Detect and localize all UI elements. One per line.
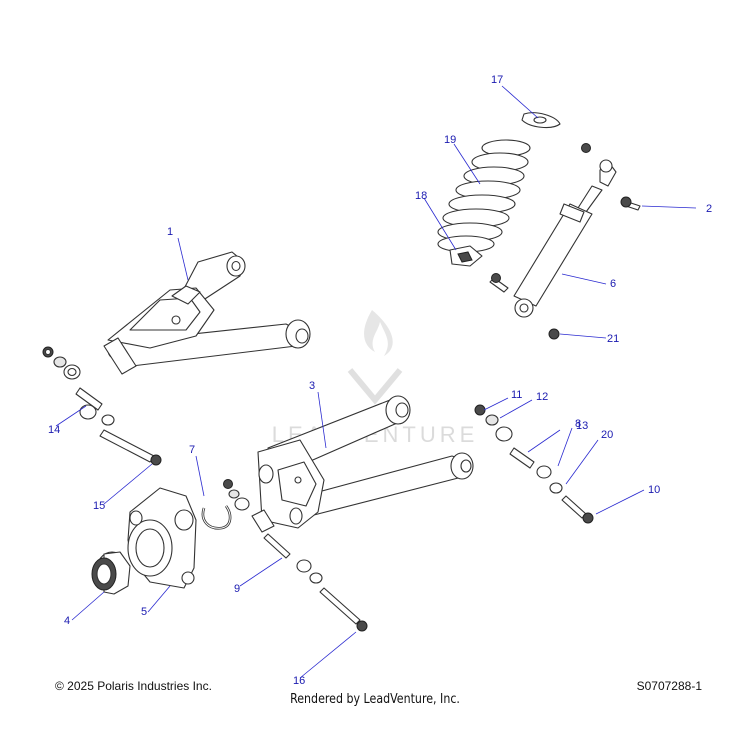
callout-4: 4 bbox=[64, 615, 70, 627]
callout-9: 9 bbox=[234, 583, 240, 595]
shock-absorber[interactable] bbox=[489, 143, 641, 340]
snap-ring[interactable] bbox=[201, 505, 232, 530]
bearing[interactable] bbox=[91, 551, 131, 595]
callout-19: 19 bbox=[444, 134, 456, 146]
callout-5: 5 bbox=[141, 606, 147, 618]
callout-3: 3 bbox=[309, 380, 315, 392]
copyright-text: © 2025 Polaris Industries Inc. bbox=[55, 679, 212, 693]
callout-12: 12 bbox=[536, 391, 548, 403]
upper-a-arm[interactable] bbox=[103, 251, 311, 375]
callout-16: 16 bbox=[293, 675, 305, 687]
callout-21: 21 bbox=[607, 333, 619, 345]
callout-20: 20 bbox=[601, 429, 613, 441]
callout-6: 6 bbox=[610, 278, 616, 290]
callout-13: 13 bbox=[576, 420, 588, 432]
callout-labels: 1 2 3 4 5 6 7 8 9 10 11 12 13 14 15 16 1… bbox=[48, 74, 712, 687]
callout-1: 1 bbox=[167, 226, 173, 238]
leader-lines bbox=[55, 85, 697, 679]
callout-17: 17 bbox=[491, 74, 503, 86]
knuckle[interactable] bbox=[127, 487, 197, 589]
diagram-id-text: S0707288-1 bbox=[636, 679, 702, 693]
callout-2: 2 bbox=[706, 203, 712, 215]
coil-spring[interactable] bbox=[437, 139, 531, 253]
lower-a-arm[interactable] bbox=[257, 395, 474, 529]
callout-7: 7 bbox=[189, 444, 195, 456]
spring-retainer-bottom[interactable] bbox=[449, 245, 483, 267]
rendered-by-text: Rendered by LeadVenture, Inc. bbox=[290, 692, 460, 707]
callout-11: 11 bbox=[511, 389, 522, 401]
center-hardware-stack[interactable] bbox=[223, 479, 368, 632]
callout-18: 18 bbox=[415, 190, 427, 202]
spring-retainer-top[interactable] bbox=[521, 112, 561, 129]
callout-8: 8 bbox=[575, 418, 581, 430]
callout-10: 10 bbox=[648, 484, 660, 496]
right-hardware-stack[interactable] bbox=[474, 404, 594, 524]
callout-14: 14 bbox=[48, 424, 60, 436]
callout-15: 15 bbox=[93, 500, 105, 512]
left-hardware-stack[interactable] bbox=[42, 346, 162, 466]
